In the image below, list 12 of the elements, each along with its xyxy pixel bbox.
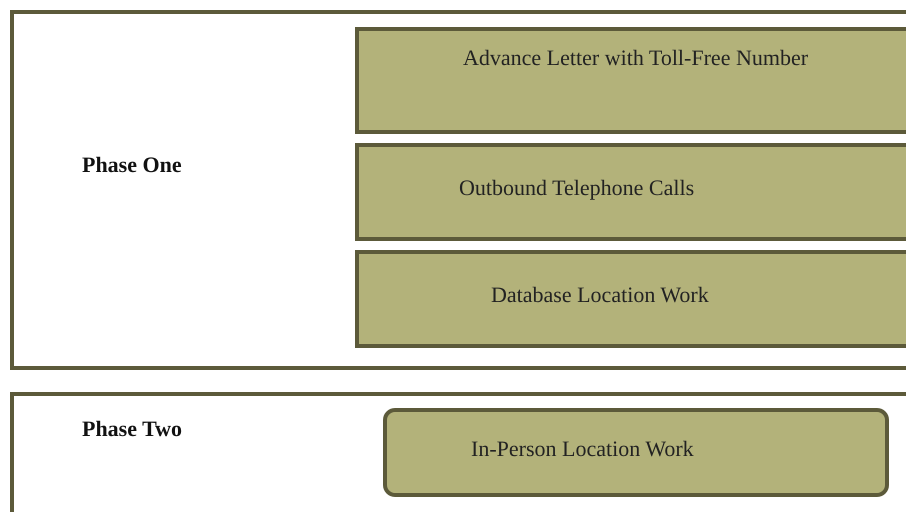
- phase-title: Phase One: [82, 152, 182, 178]
- activity-text: Advance Letter with Toll-Free Number: [463, 44, 808, 72]
- activity-text: Database Location Work: [491, 281, 709, 310]
- activity-box: [355, 143, 906, 241]
- activity-box: [355, 27, 906, 134]
- phase-title: Phase Two: [82, 416, 182, 442]
- activity-box: [383, 408, 889, 497]
- activity-box: [355, 250, 906, 348]
- activity-text: In-Person Location Work: [471, 434, 694, 463]
- activity-text: Outbound Telephone Calls: [459, 174, 694, 202]
- phase-panel: [10, 10, 906, 370]
- phase-panel: [10, 392, 906, 512]
